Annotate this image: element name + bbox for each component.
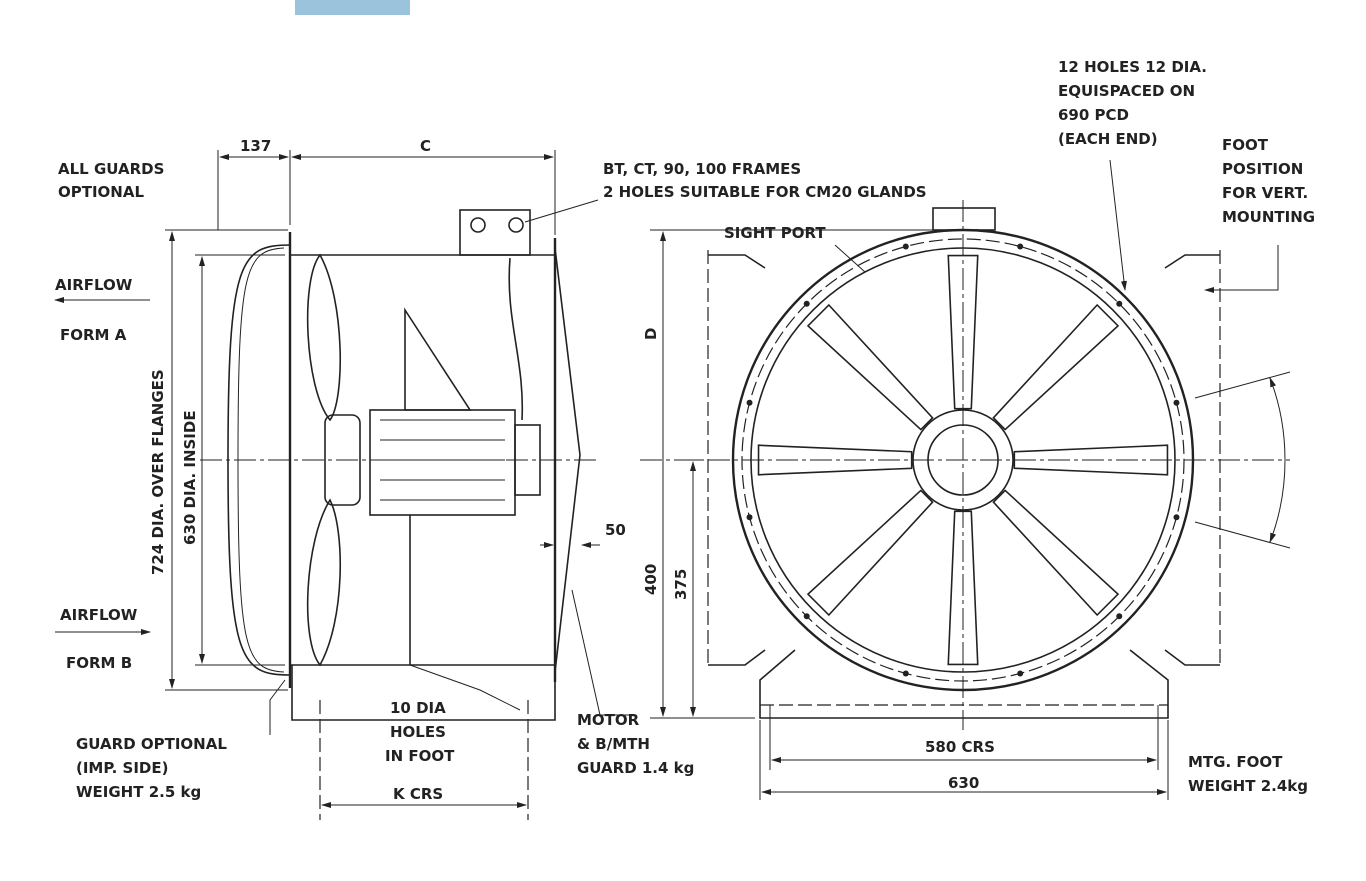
hub [324,414,361,506]
flange-hole [902,243,909,250]
dim-724: 724 DIA. OVER FLANGES [149,369,167,575]
flange-hole [803,300,810,307]
frames-note-2: 2 HOLES SUITABLE FOR CM20 GLANDS [603,183,927,201]
highlight-box [295,0,410,15]
dim-137: 137 [240,137,271,155]
guard-optional: GUARD OPTIONAL [76,735,227,753]
dim-580-crs: 580 CRS [925,738,995,756]
foot-weight: MTG. FOOT [1188,753,1283,771]
frames-note: BT, CT, 90, 100 FRAMES [603,160,801,178]
blade [757,444,913,476]
guard-optional-3: WEIGHT 2.5 kg [76,783,201,801]
foot-holes-2: HOLES [390,723,446,741]
holes-note-3: 690 PCD [1058,106,1129,124]
motor [369,409,516,516]
airflow-b-label: AIRFLOW [60,606,138,624]
dim-k-crs: K CRS [393,785,443,803]
flange-hole [1173,399,1180,406]
outlet-guard [554,247,581,673]
dim-630-inside: 630 DIA. INSIDE [181,410,199,545]
holes-note-4: (EACH END) [1058,130,1158,148]
blade-lower [306,498,342,667]
holes-note-2: EQUISPACED ON [1058,82,1195,100]
form-b-label: FORM B [66,654,132,672]
flange-hole [1017,243,1024,250]
airflow-a-label: AIRFLOW [55,276,133,294]
dim-50: 50 [605,521,626,539]
front-view [640,159,1291,800]
motor-guard: MOTOR [577,711,640,729]
form-a-label: FORM A [60,326,127,344]
blade [992,303,1120,431]
blade [806,303,934,431]
blade [947,510,979,666]
dim-375: 375 [672,569,690,600]
flange-hole [1116,613,1123,620]
guard-optional-2: (IMP. SIDE) [76,759,168,777]
blade [806,489,934,617]
sight-port-label: SIGHT PORT [724,224,826,242]
dim-c: C [420,137,431,155]
foot-position-2: POSITION [1222,160,1303,178]
flange-hole [746,399,753,406]
terminal-box [459,209,531,256]
flange-hole [1017,670,1024,677]
foot-weight-2: WEIGHT 2.4kg [1188,777,1308,795]
foot [291,665,556,721]
flange-hole [1116,300,1123,307]
motor-guard-2: & B/MTH [577,735,650,753]
blade [992,489,1120,617]
foot-position-4: MOUNTING [1222,208,1315,226]
motor-bracket [404,307,472,411]
foot-holes-3: IN FOOT [385,747,455,765]
blade-upper [306,253,342,422]
terminal-box [932,207,996,231]
flange-hole [746,514,753,521]
dim-400: 400 [642,564,660,595]
flange-hole [803,613,810,620]
all-guards-label: ALL GUARDS [58,160,164,178]
dim-630: 630 [948,774,979,792]
holes-note: 12 HOLES 12 DIA. [1058,58,1207,76]
side-view [54,150,630,820]
cable [508,257,524,421]
flange-hole [1173,514,1180,521]
all-guards-label-2: OPTIONAL [58,183,144,201]
motor-guard-3: GUARD 1.4 kg [577,759,694,777]
foot-position-3: FOR VERT. [1222,184,1308,202]
blade [947,254,979,410]
dim-d: D [642,328,660,340]
foot-holes: 10 DIA [390,699,446,717]
flange-hole [902,670,909,677]
foot-position: FOOT [1222,136,1269,154]
blade [1013,444,1169,476]
